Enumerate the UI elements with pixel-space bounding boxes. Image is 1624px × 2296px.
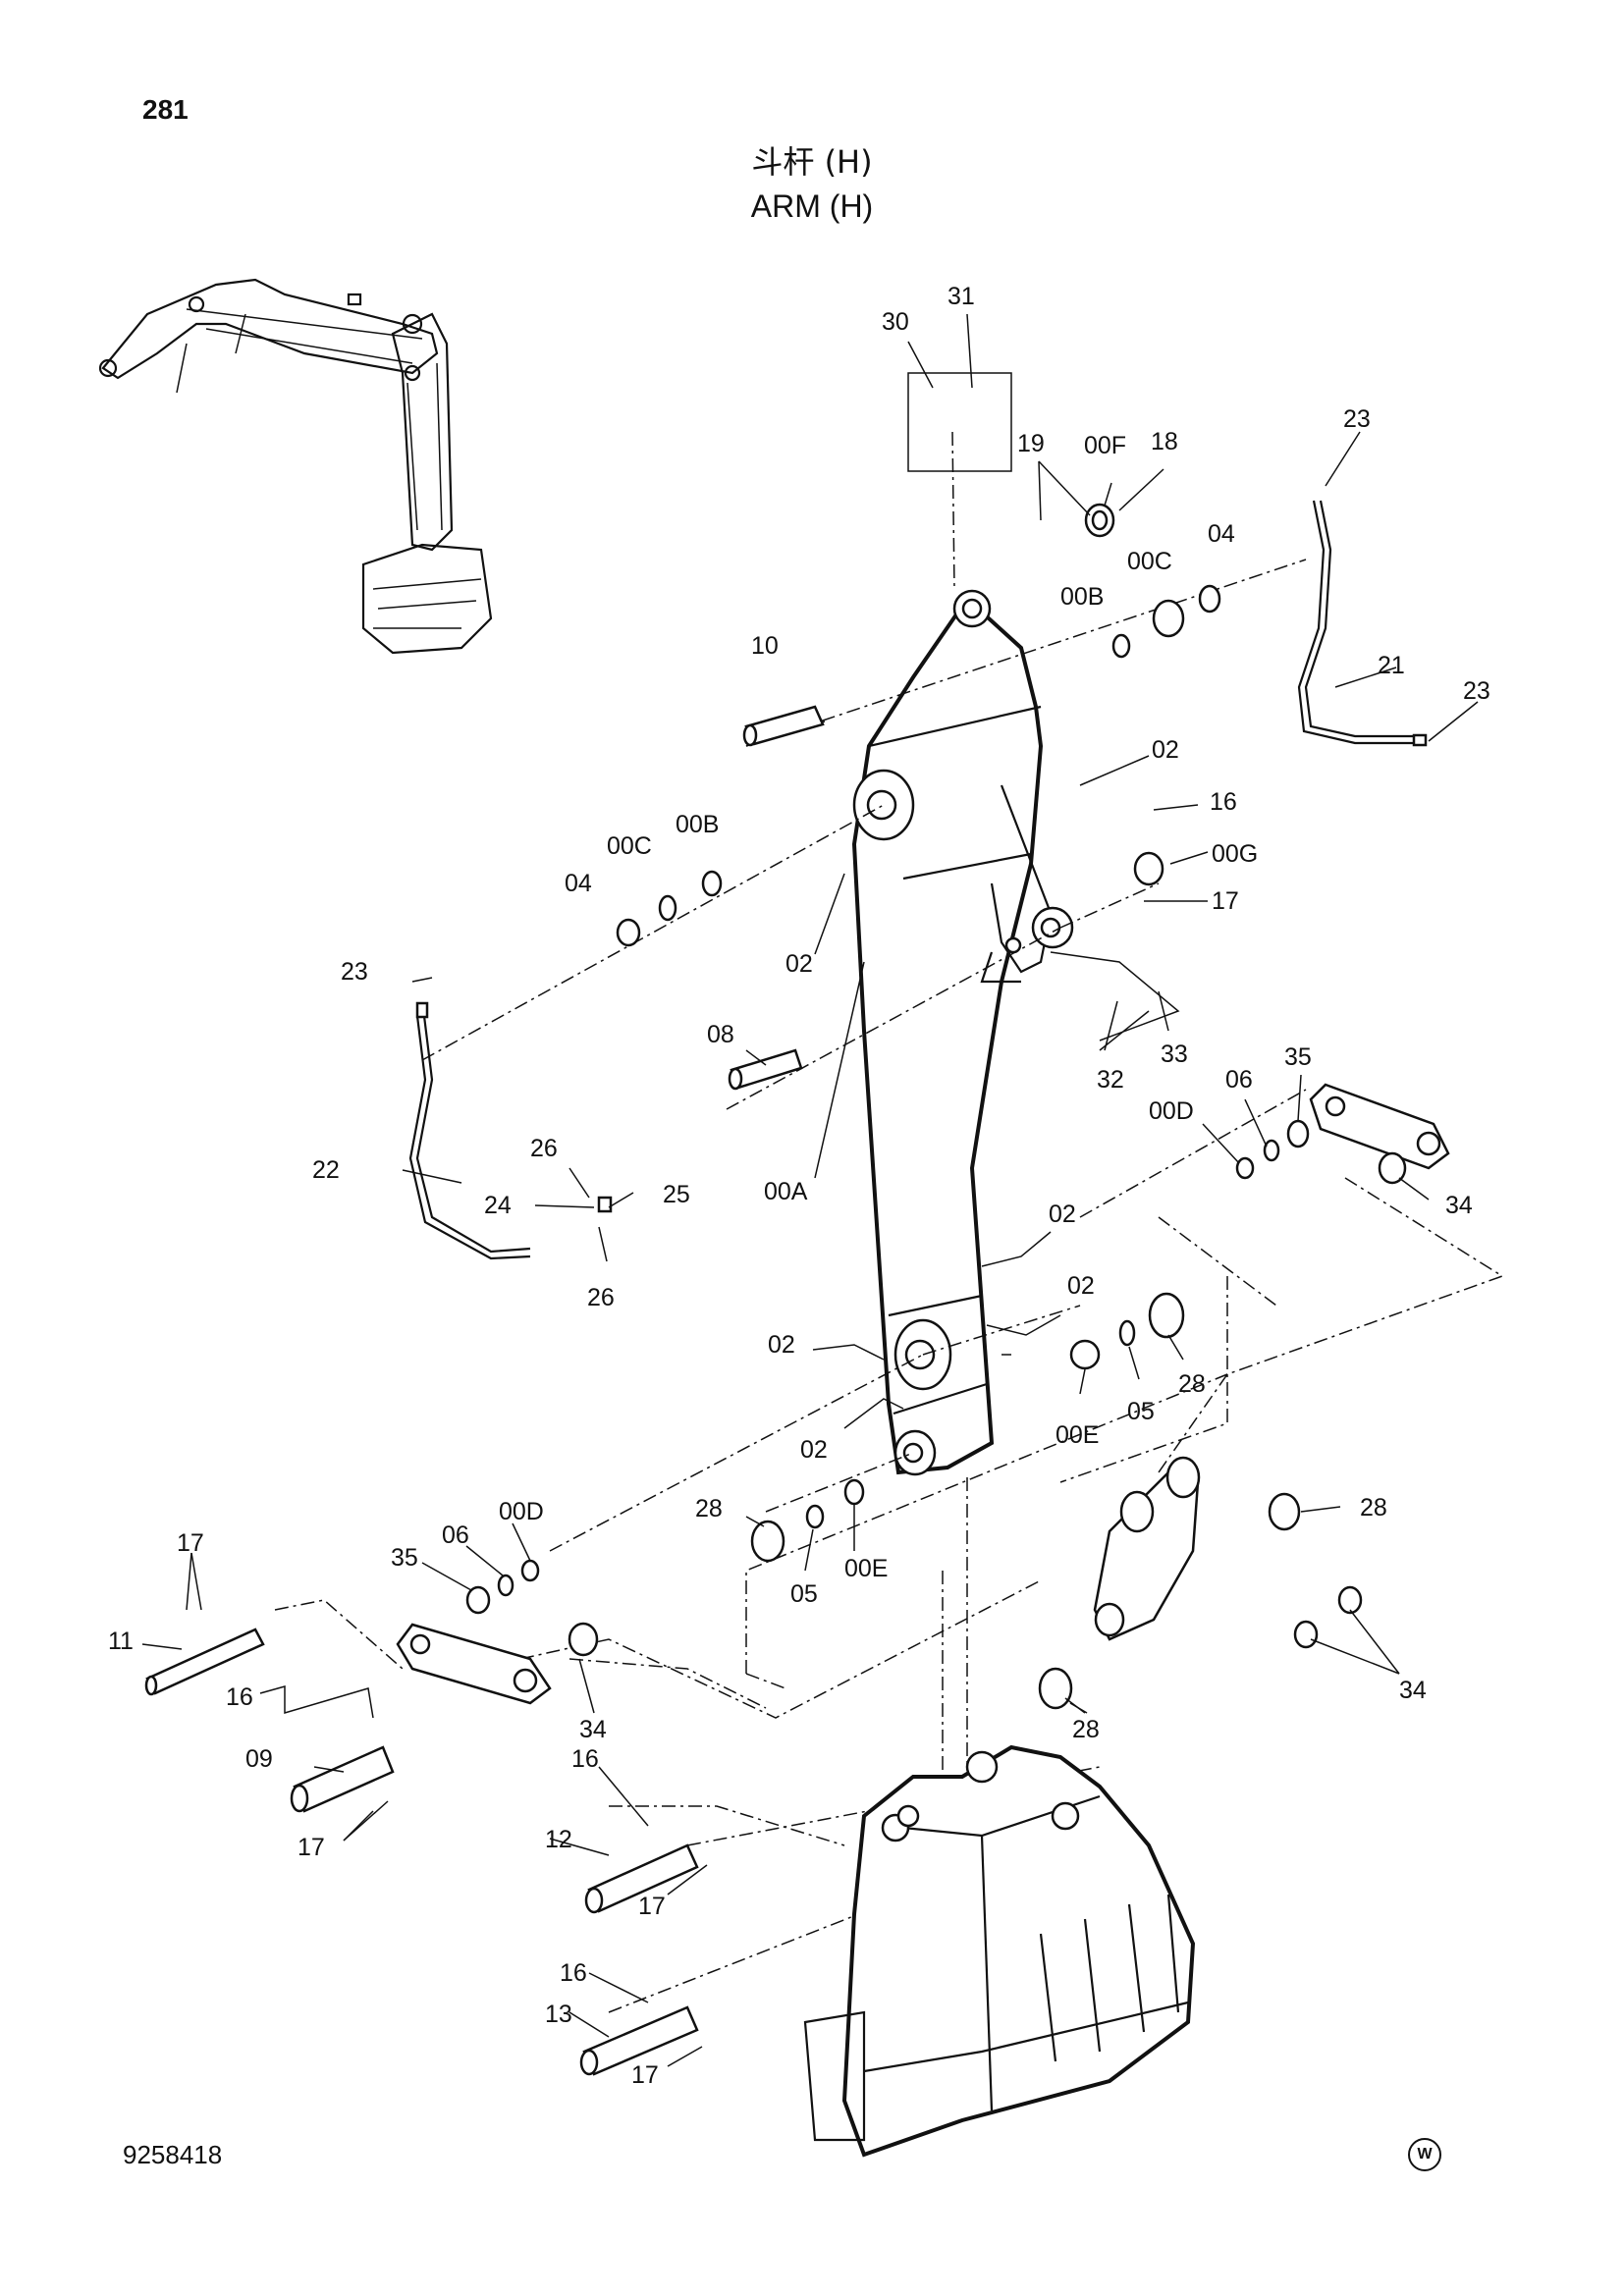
callout-04-left: 04 [565, 870, 592, 897]
callout-02-a: 02 [1152, 736, 1179, 764]
title-chinese: 斗杆 (H) [751, 143, 873, 181]
callout-00G: 00G [1212, 840, 1258, 868]
callout-23b: 23 [1463, 677, 1490, 705]
page-number: 281 [142, 94, 189, 125]
callout-30: 30 [882, 308, 909, 336]
callout-31: 31 [947, 283, 975, 310]
links-and-bracket [396, 1083, 1450, 1710]
callout-16-c: 16 [571, 1745, 599, 1773]
callout-10: 10 [751, 632, 779, 660]
callout-05-right: 05 [1127, 1398, 1155, 1425]
callout-23c: 23 [341, 958, 368, 986]
callout-11: 11 [108, 1628, 134, 1655]
callout-00E-left: 00E [844, 1555, 888, 1582]
callout-02-d: 02 [1067, 1272, 1095, 1300]
callout-28-right: 28 [1178, 1370, 1206, 1398]
callout-17-d: 17 [638, 1893, 666, 1920]
callout-05-left: 05 [790, 1580, 818, 1608]
callout-00F: 00F [1084, 432, 1126, 459]
callout-35-left: 35 [391, 1544, 418, 1572]
callout-17-c: 17 [298, 1834, 325, 1861]
pins-and-bushings [144, 503, 1310, 2076]
callout-17-a: 17 [1212, 887, 1239, 915]
callout-18: 18 [1151, 428, 1178, 455]
callout-06-left: 06 [442, 1522, 469, 1549]
callout-28-left: 28 [695, 1495, 723, 1522]
callout-00C-right: 00C [1127, 548, 1172, 575]
callout-17-e: 17 [631, 2061, 659, 2089]
callout-08: 08 [707, 1021, 734, 1048]
callout-06-right: 06 [1225, 1066, 1253, 1094]
callout-00E-right: 00E [1056, 1421, 1099, 1449]
callout-25: 25 [663, 1181, 690, 1208]
callout-34-left: 34 [579, 1716, 607, 1743]
callout-26-a: 26 [530, 1135, 558, 1162]
callout-34-right: 34 [1445, 1192, 1473, 1219]
callout-21: 21 [1378, 652, 1405, 679]
callout-19: 19 [1017, 430, 1045, 457]
callout-23a: 23 [1343, 405, 1371, 433]
callout-04-right: 04 [1208, 520, 1235, 548]
corner-mark: W [1408, 2138, 1441, 2171]
callout-17-b: 17 [177, 1529, 204, 1557]
callout-00D-left: 00D [499, 1498, 544, 1525]
arm-body-00A [851, 589, 1074, 1476]
hoses [408, 500, 1428, 1260]
title-english: ARM (H) [750, 188, 874, 224]
callout-labels: 30 31 19 00F 18 23 00C 04 00B 10 21 23 0… [108, 283, 1490, 2089]
callout-24: 24 [484, 1192, 512, 1219]
callout-00C-left: 00C [607, 832, 652, 860]
callout-16-b: 16 [226, 1683, 253, 1711]
callout-35-right: 35 [1284, 1043, 1312, 1071]
callout-leaders [141, 313, 1479, 2067]
callout-13: 13 [545, 2001, 572, 2028]
callout-16-d: 16 [560, 1959, 587, 1987]
callout-32: 32 [1097, 1066, 1124, 1094]
callout-00B-right: 00B [1060, 583, 1104, 611]
callout-00D-right: 00D [1149, 1097, 1194, 1125]
callout-02-f: 02 [800, 1436, 828, 1464]
callout-00B-left: 00B [676, 811, 719, 838]
callout-02-e: 02 [768, 1331, 795, 1359]
callout-00A: 00A [764, 1178, 808, 1205]
bucket [803, 1744, 1196, 2158]
drawing-number: 9258418 [123, 2140, 223, 2169]
callout-28-right-b: 28 [1360, 1494, 1387, 1522]
callout-02-b: 02 [785, 950, 813, 978]
callout-33: 33 [1161, 1041, 1188, 1068]
callout-16-a: 16 [1210, 788, 1237, 816]
inset-excavator-sketch [98, 278, 493, 655]
callout-26-b: 26 [587, 1284, 615, 1311]
callout-22: 22 [312, 1156, 340, 1184]
callout-12: 12 [545, 1826, 572, 1853]
callout-34-lower: 34 [1399, 1677, 1427, 1704]
callout-02-c: 02 [1049, 1201, 1076, 1228]
callout-09: 09 [245, 1745, 273, 1773]
callout-28-lower: 28 [1072, 1716, 1100, 1743]
